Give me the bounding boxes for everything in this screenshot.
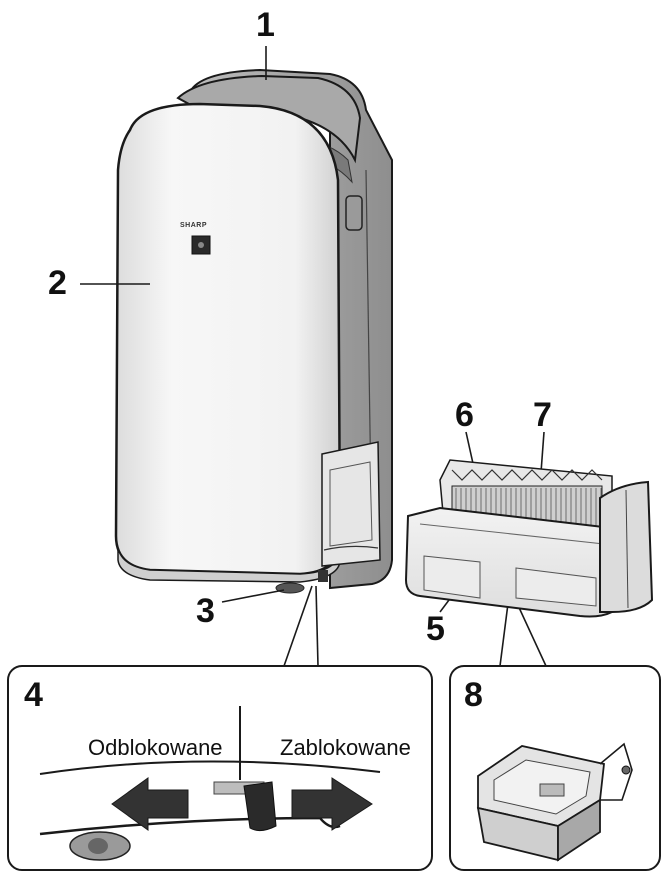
detail4-connector-right — [315, 585, 319, 667]
callout-1: 1 — [256, 6, 275, 44]
tank-cavity-lip — [323, 545, 379, 551]
air-purifier-unit — [114, 68, 393, 594]
detail4-lever-knob — [243, 781, 277, 832]
callout-8: 8 — [464, 676, 483, 714]
cartridge-side — [557, 798, 601, 862]
cartridge-tab — [539, 783, 565, 797]
callout-6: 6 — [455, 396, 474, 434]
detail-box-4-frame — [7, 665, 433, 871]
tank-end-cap-edge — [625, 489, 629, 609]
detail4-connector-left — [283, 585, 313, 667]
tank-end-cap — [599, 480, 654, 613]
tank-cavity — [321, 441, 381, 567]
cartridge-pin — [621, 765, 631, 775]
callout-3: 3 — [196, 592, 215, 630]
filter-tray-top — [451, 469, 603, 481]
cartridge-bracket — [599, 742, 633, 801]
top-air-outlet — [176, 74, 362, 164]
tank-cavity-inner — [329, 461, 373, 547]
front-panel — [114, 102, 342, 576]
detail4-base-curve — [39, 760, 381, 775]
callout-5: 5 — [426, 610, 445, 648]
detail-box-4 — [7, 665, 433, 871]
brand-logo-text: SHARP — [180, 222, 208, 229]
lock-lever — [318, 570, 328, 582]
tank-tray-inner — [419, 523, 605, 545]
callout-2: 2 — [48, 264, 67, 302]
sensor-dot — [198, 242, 204, 248]
side-handle — [345, 195, 363, 231]
callout-7: 7 — [533, 396, 552, 434]
detail4-caster-hub — [88, 838, 108, 854]
tank-front-window-right — [515, 567, 597, 607]
leader-3 — [221, 589, 285, 603]
unlocked-label: Odblokowane — [88, 735, 223, 760]
lock-arrow-right-icon — [291, 777, 373, 831]
water-tank-assembly — [404, 459, 654, 618]
unlock-arrow-left-icon — [111, 777, 189, 831]
callout-4: 4 — [24, 676, 43, 714]
tank-front-window-left — [423, 555, 481, 599]
locked-label: Zablokowane — [280, 735, 411, 760]
detail-box-8 — [449, 665, 661, 871]
